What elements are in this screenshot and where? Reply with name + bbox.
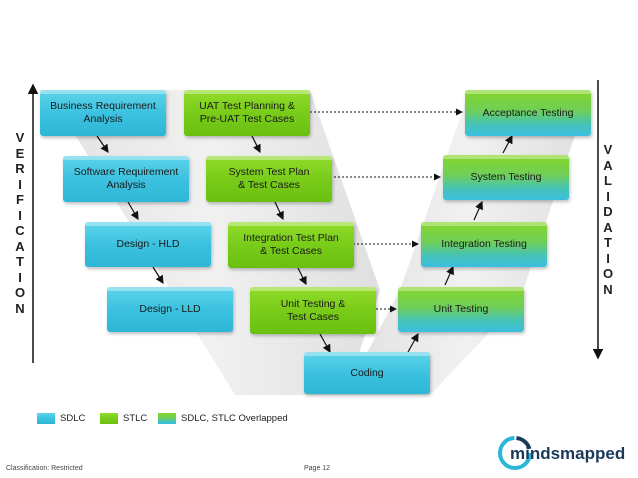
integration-test-plan-box: Integration Test Plan & Test Cases [228,222,354,268]
legend-sdlc-swatch [37,413,55,424]
design-lld-box: Design - LLD [107,287,233,332]
software-requirement-analysis-box: Software Requirement Analysis [63,156,189,202]
unit-testing-test-cases-box: Unit Testing & Test Cases [250,287,376,334]
legend-sdlc-label: SDLC [60,413,86,424]
coding-box: Coding [304,352,430,394]
mindsmapped-logo: mindsmapped [496,433,636,473]
business-requirement-analysis-box: Business Requirement Analysis [40,90,166,136]
legend-stlc-label: STLC [123,413,148,424]
legend-overlapped-label: SDLC, STLC Overlapped [181,413,288,424]
page-number: Page 12 [304,465,331,472]
design-hld-box: Design - HLD [85,222,211,267]
uat-test-planning-box: UAT Test Planning & Pre-UAT Test Cases [184,90,310,136]
legend-stlc-swatch [100,413,118,424]
integration-testing-box: Integration Testing [421,222,547,267]
acceptance-testing-box: Acceptance Testing [465,90,591,136]
system-testing-box: System Testing [443,155,569,200]
unit-testing-box: Unit Testing [398,287,524,332]
legend-overlapped-swatch [158,413,176,424]
logo-text: mindsmapped [510,444,625,463]
classification-text: Classification: Restricted [6,465,83,472]
validation-label: V A L I D A T I O N [602,142,614,297]
verification-label: V E R I F I C A T I O N [14,130,26,316]
system-test-plan-box: System Test Plan & Test Cases [206,156,332,202]
